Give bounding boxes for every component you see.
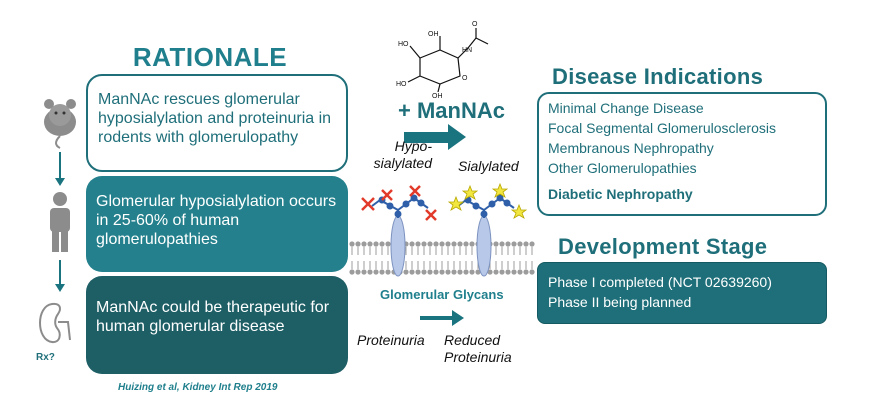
- molecule-atom-label: O: [462, 75, 468, 82]
- disease-item: Other Glomerulopathies: [548, 160, 697, 176]
- membrane-icon: [349, 241, 535, 275]
- disease-item-highlight: Diabetic Nephropathy: [548, 186, 693, 202]
- plus-mannac-label: + ManNAc: [398, 98, 505, 123]
- kidney-icon: [39, 302, 71, 344]
- development-stage-title: Development Stage: [558, 234, 768, 259]
- development-line: Phase I completed (NCT 02639260): [548, 274, 772, 290]
- reduced-proteinuria-label: Reduced Proteinuria: [444, 332, 512, 365]
- mannac-structure-icon: [407, 28, 489, 93]
- sialylated-label: Sialylated: [458, 158, 519, 174]
- rx-label: Rx?: [36, 352, 55, 363]
- arrow-down-icon: [55, 260, 65, 292]
- citation: Huizing et al, Kidney Int Rep 2019: [118, 382, 278, 393]
- molecule-atom-label: OH: [428, 31, 439, 38]
- disease-indications-box: Minimal Change Disease Focal Segmental G…: [537, 92, 827, 216]
- rationale-box-therapeutic: ManNAc could be therapeutic for human gl…: [86, 276, 348, 374]
- rationale-title: RATIONALE: [132, 42, 288, 72]
- molecule-atom-label: HO: [396, 81, 407, 88]
- disease-indications-title: Disease Indications: [552, 64, 764, 89]
- rationale-box-human-hyposialylation: Glomerular hyposialylation occurs in 25-…: [86, 176, 348, 272]
- hyposialylated-label: Hypo- sialylated: [373, 138, 432, 171]
- molecule-atom-label: HO: [398, 41, 409, 48]
- disease-item: Membranous Nephropathy: [548, 140, 714, 156]
- arrow-right-icon: [420, 310, 464, 326]
- arrow-right-icon: [404, 124, 466, 150]
- glomerular-glycans-label: Glomerular Glycans: [380, 287, 504, 302]
- person-icon: [50, 192, 70, 252]
- mouse-icon: [44, 99, 76, 149]
- disease-item: Focal Segmental Glomerulosclerosis: [548, 120, 776, 136]
- arrow-down-icon: [55, 152, 65, 186]
- molecule-atom-label: HN: [462, 47, 472, 54]
- rationale-box-rodents: ManNAc rescues glomerular hyposialylatio…: [86, 74, 348, 172]
- proteinuria-label: Proteinuria: [357, 332, 425, 348]
- molecule-atom-label: OH: [432, 93, 443, 100]
- disease-item: Minimal Change Disease: [548, 100, 704, 116]
- glycan-sialylated-icon: [447, 182, 528, 277]
- molecule-atom-label: O: [472, 21, 478, 28]
- development-stage-box: Phase I completed (NCT 02639260) Phase I…: [537, 262, 827, 324]
- glycan-hyposialylated-icon: [361, 185, 437, 277]
- development-line: Phase II being planned: [548, 294, 692, 310]
